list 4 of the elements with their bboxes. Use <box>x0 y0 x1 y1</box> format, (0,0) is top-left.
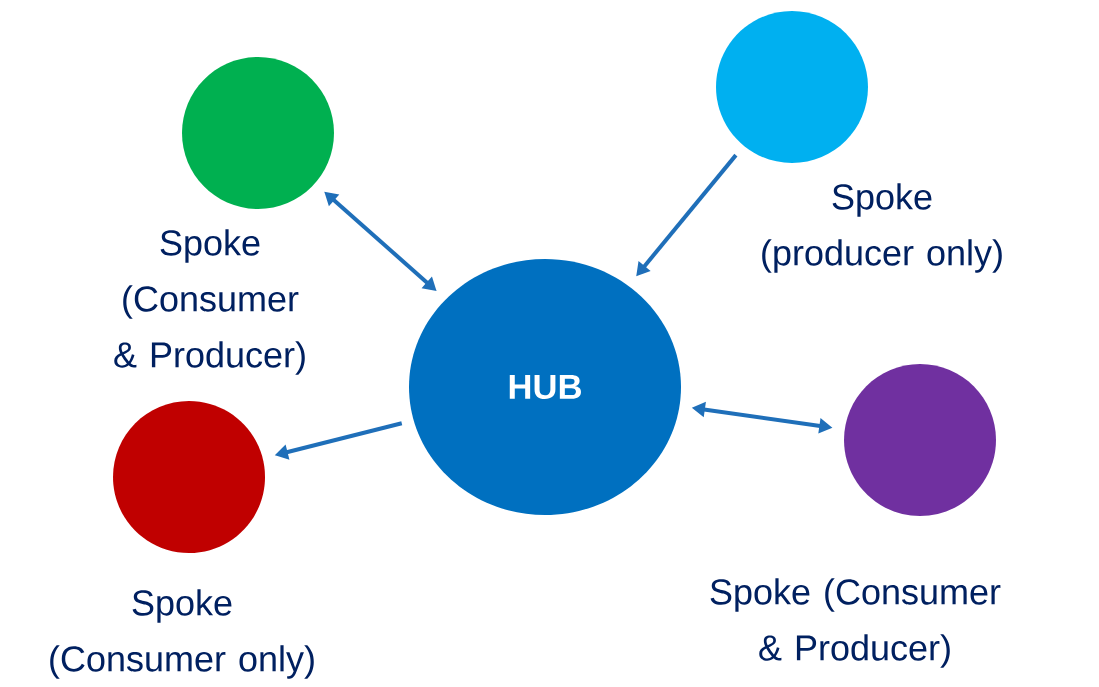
node-caption: Spoke (Consumer only) <box>50 589 314 679</box>
node-caption: Spoke (producer only) <box>762 183 1002 273</box>
node-caption: Spoke (Consumer & Producer) <box>114 229 305 375</box>
node-caption: Spoke (Consumer & Producer) <box>710 578 1001 668</box>
